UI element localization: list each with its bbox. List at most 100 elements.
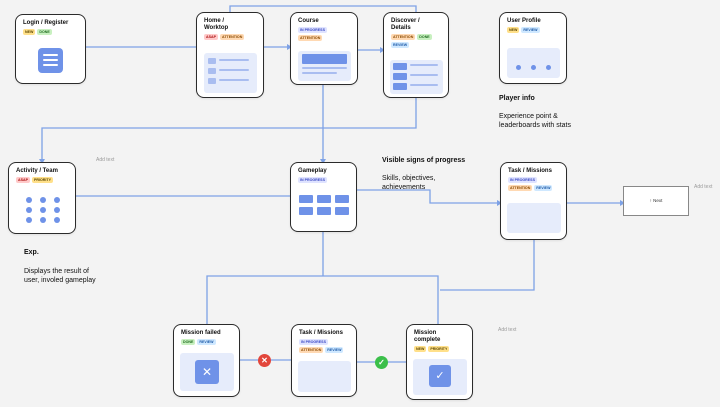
mission-complete-card[interactable]: Mission complete NEW PRIORITY ✓ <box>406 324 473 400</box>
tag-attention: ATTENTION <box>508 185 533 191</box>
user-profile-card[interactable]: User Profile NEW REVIEW <box>499 12 567 84</box>
next-label: Next <box>653 198 663 203</box>
tag-asap: ASAP <box>204 34 218 40</box>
grid-tile <box>317 195 331 203</box>
thumb-block <box>393 73 407 80</box>
card-title: Task / Missions <box>299 330 343 336</box>
card-title-line-2: complete <box>414 337 441 343</box>
grid-tile <box>335 195 349 203</box>
grid-tile <box>299 207 313 215</box>
home-worktop-card[interactable]: Home / Worktop ASAP ATTENTION <box>196 12 264 98</box>
screen-preview: ✕ <box>180 353 234 391</box>
row-block <box>219 79 249 81</box>
text-line <box>302 67 347 69</box>
tag-priority: PRIORITY <box>32 177 53 183</box>
tag-new: NEW <box>23 29 36 35</box>
grid-tile <box>299 195 313 203</box>
member-dot <box>26 197 32 203</box>
course-card[interactable]: Course IN PROGRESS ATTENTION <box>290 12 358 85</box>
task-missions-bottom-card[interactable]: Task / Missions IN PROGRESS ATTENTION RE… <box>291 324 357 397</box>
card-title-line-1: Home / <box>204 18 225 24</box>
tag-review: REVIEW <box>325 347 344 353</box>
tag-review: REVIEW <box>391 42 410 48</box>
thumb-block <box>393 63 407 70</box>
gameplay-card[interactable]: Gameplay IN PROGRESS <box>290 162 357 232</box>
tag-in-progress: IN PROGRESS <box>298 177 327 183</box>
player-info-body-2: leaderboards with stats <box>499 122 571 129</box>
progress-title: Visible signs of progress <box>382 157 466 164</box>
tag-review: REVIEW <box>534 185 553 191</box>
card-title-line-1: Discover / <box>391 18 420 24</box>
tag-attention: ATTENTION <box>298 35 323 41</box>
tag-done: DONE <box>417 34 432 40</box>
avatar-dot <box>546 65 551 70</box>
row-block <box>208 78 216 84</box>
grid-tile <box>317 207 331 215</box>
tag-new: NEW <box>507 27 520 33</box>
add-text-placeholder[interactable]: Add text <box>96 157 115 163</box>
screen-preview <box>38 48 63 73</box>
add-text-placeholder[interactable]: Add text <box>694 184 713 190</box>
tag-asap: ASAP <box>16 177 30 183</box>
card-title-line-1: Mission <box>414 330 437 336</box>
screen-preview: ✓ <box>413 359 467 395</box>
screen-preview <box>390 60 443 94</box>
card-title: Course <box>298 18 319 24</box>
next-button[interactable]: ↑ Next <box>623 186 689 216</box>
tag-attention: ATTENTION <box>391 34 416 40</box>
activity-team-card[interactable]: Activity / Team ASAP PRIORITY <box>8 162 76 234</box>
task-missions-card[interactable]: Task / Missions IN PROGRESS ATTENTION RE… <box>500 162 567 240</box>
member-dot <box>40 197 46 203</box>
player-info-title: Player info <box>499 95 535 102</box>
tag-done: DONE <box>37 29 52 35</box>
avatar-dot <box>531 65 536 70</box>
progress-body-1: Skills, objectives, <box>382 175 436 182</box>
member-dot <box>26 217 32 223</box>
add-text-placeholder[interactable]: Add text <box>498 327 517 333</box>
grid-tile <box>335 207 349 215</box>
row-block <box>219 59 249 61</box>
text-line <box>302 72 337 74</box>
list-line <box>43 54 58 56</box>
avatar-dot <box>516 65 521 70</box>
banner-block <box>302 54 347 64</box>
progress-body-2: achievements <box>382 184 426 191</box>
tag-review: REVIEW <box>197 339 216 345</box>
arrow-icon: ↑ <box>649 198 654 203</box>
text-line <box>410 74 438 76</box>
member-dot <box>40 217 46 223</box>
login-register-card[interactable]: Login / Register NEW DONE <box>15 14 86 84</box>
screen-preview <box>297 193 351 227</box>
card-title-line-2: Details <box>391 25 411 31</box>
screen-preview <box>298 51 351 81</box>
mission-failed-card[interactable]: Mission failed DONE REVIEW ✕ <box>173 324 240 397</box>
card-title: Activity / Team <box>16 168 58 174</box>
tag-priority: PRIORITY <box>428 346 450 352</box>
tag-in-progress: IN PROGRESS <box>299 339 328 345</box>
screen-preview <box>507 48 560 78</box>
tag-in-progress: IN PROGRESS <box>298 27 327 33</box>
failed-icon: ✕ <box>195 360 219 384</box>
row-block <box>208 68 216 74</box>
list-line <box>43 64 58 66</box>
exp-title: Exp. <box>24 249 39 256</box>
discover-details-card[interactable]: Discover / Details ATTENTION DONE REVIEW <box>383 12 449 98</box>
tag-attention: ATTENTION <box>299 347 324 353</box>
list-line <box>43 59 58 61</box>
card-title: Login / Register <box>23 20 69 26</box>
member-dot <box>26 207 32 213</box>
player-info-body-1: Experience point & <box>499 113 558 120</box>
screen-preview <box>16 193 69 227</box>
exp-body-1: Displays the result of <box>24 268 89 275</box>
card-title: Gameplay <box>298 168 327 174</box>
fail-status-icon: ✕ <box>258 354 271 367</box>
row-block <box>208 58 216 64</box>
thumb-block <box>393 83 407 90</box>
tag-review: REVIEW <box>521 27 540 33</box>
member-dot <box>54 217 60 223</box>
row-block <box>219 69 249 71</box>
tag-done: DONE <box>181 339 196 345</box>
success-status-icon: ✓ <box>375 356 388 369</box>
